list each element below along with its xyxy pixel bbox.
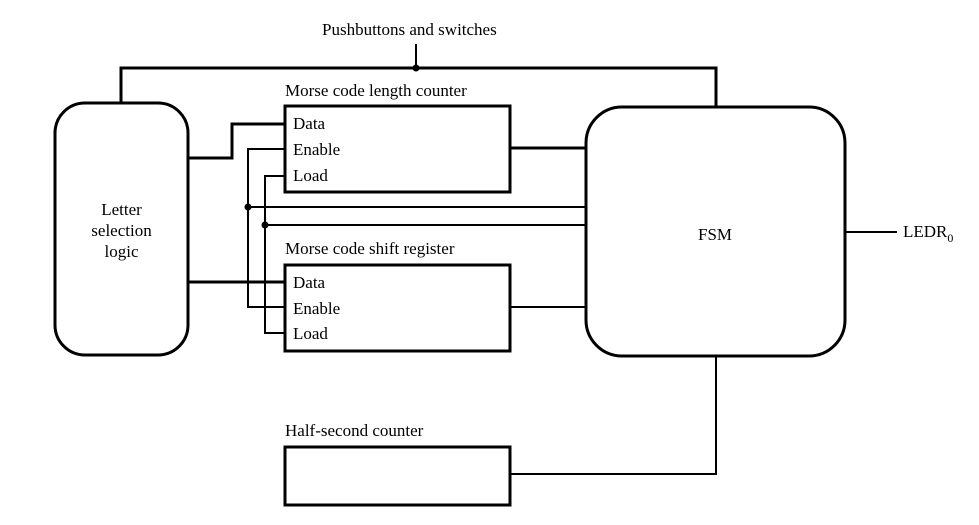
load-junction-dot	[261, 221, 269, 229]
half-second-counter-title: Half-second counter	[285, 421, 424, 440]
shift-register-block	[283, 263, 512, 353]
letter-logic-label-1: Letter	[101, 200, 142, 219]
letter-logic-label-3: logic	[105, 242, 139, 261]
half-second-counter-block	[283, 445, 512, 507]
length-counter-load-port: Load	[293, 166, 328, 185]
enable-control-wires	[244, 148, 586, 308]
shift-register-load-port: Load	[293, 324, 328, 343]
shift-register-enable-port: Enable	[293, 299, 340, 318]
load-control-wires	[261, 175, 586, 334]
letter-logic-label-2: selection	[91, 221, 152, 240]
fsm-label: FSM	[698, 225, 732, 244]
length-counter-enable-port: Enable	[293, 140, 340, 159]
shift-register-data-port: Data	[293, 273, 326, 292]
output-label-base: LEDR	[903, 222, 948, 241]
output-label: LEDR0	[903, 222, 953, 245]
letter-selection-logic-block	[53, 101, 190, 357]
length-counter-data-port: Data	[293, 114, 326, 133]
enable-junction-dot	[244, 203, 252, 211]
shift-register-title: Morse code shift register	[285, 239, 455, 258]
input-junction-dot	[412, 64, 420, 72]
length-counter-title: Morse code length counter	[285, 81, 467, 100]
input-bus	[119, 44, 718, 108]
output-label-subscript: 0	[947, 231, 953, 245]
fsm-to-half-second-wire	[510, 356, 717, 475]
inputs-label: Pushbuttons and switches	[322, 20, 497, 39]
letter-to-length-data-bus	[188, 122, 285, 160]
